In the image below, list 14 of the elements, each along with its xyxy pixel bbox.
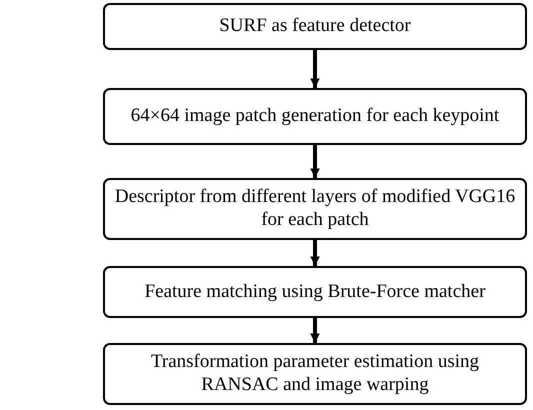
arrow [310,145,320,178]
step-text: Feature matching using Brute-Force matcher [144,280,486,304]
arrow [310,240,320,266]
step-text: SURF as feature detector [219,15,411,38]
arrow [310,318,320,343]
process-box [103,178,527,240]
process-box [103,88,527,145]
process-box [103,3,527,50]
step-text: Transformation parameter estimation using RANSAC and image warping [150,351,480,397]
step-text: Descriptor from different layers of modified VGG16 for each patch [114,186,516,232]
step-text: 64×64 image patch generation for each keypoint [130,105,500,128]
arrow [310,50,320,88]
process-box [103,343,527,405]
process-box [103,266,527,318]
